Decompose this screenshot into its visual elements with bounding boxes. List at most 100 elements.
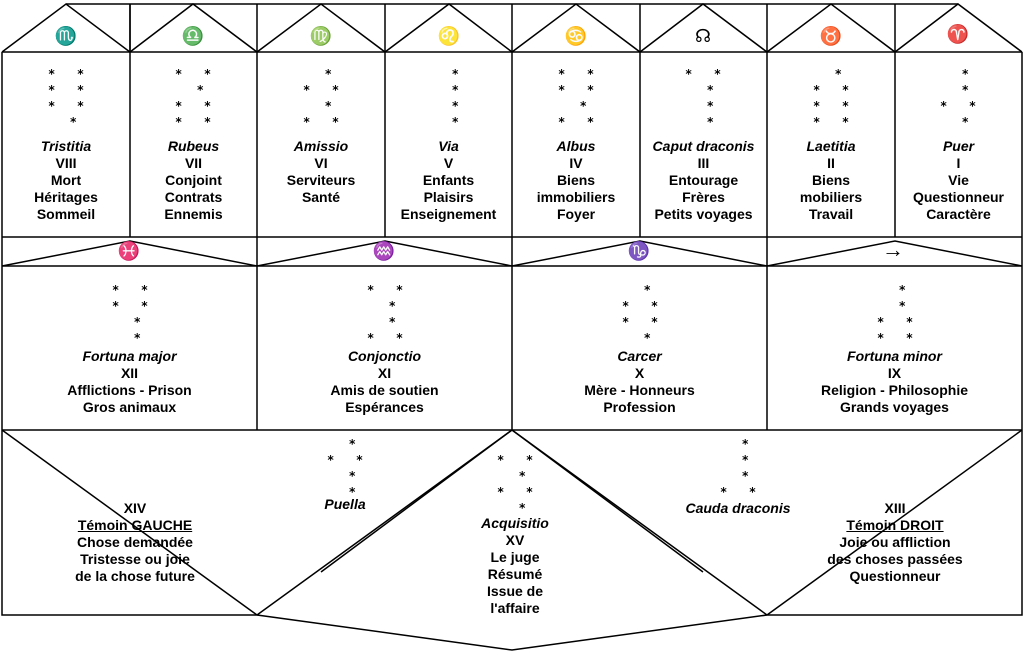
house-number: II [827, 155, 835, 171]
house-meaning: Héritages [34, 189, 98, 205]
house-number: III [697, 155, 710, 171]
sign-node: ☊ [695, 26, 711, 46]
house-meaning: Afflictions - Prison [67, 382, 192, 398]
house-name: Via [438, 138, 459, 154]
sign-libra: ♎ [181, 26, 205, 46]
house-label: Albus IV Biens immobiliers Foyer [512, 138, 640, 223]
house-meaning: Mère - Honneurs [584, 382, 695, 398]
house-label: Fortuna major XII Afflictions - Prison G… [2, 348, 257, 416]
house-number: XI [377, 365, 392, 381]
house-meaning: Religion - Philosophie [821, 382, 968, 398]
sign-virgo: ♍ [309, 26, 333, 46]
left-witness-label: XIV Témoin GAUCHE Chose demandée Tristes… [20, 500, 250, 585]
house-number: X [634, 365, 645, 381]
cauda-dots: * * * * * [719, 437, 757, 499]
house-meaning: Travail [808, 206, 854, 222]
sign-leo: ♌ [437, 26, 461, 46]
house-number: VII [184, 155, 203, 171]
house-meaning: Questionneur [912, 189, 1004, 205]
house-meaning: Biens [811, 172, 851, 188]
puella-name: Puella [324, 496, 366, 512]
house-meaning: Ennemis [164, 206, 223, 222]
house-dots: * * * * * * [876, 283, 914, 345]
house-name: Tristitia [40, 138, 92, 154]
right-witness-meaning: Joie ou affliction [839, 534, 951, 550]
house-name: Puer [942, 138, 975, 154]
acquisitio-meaning: l'affaire [490, 600, 540, 616]
cauda-name: Cauda draconis [685, 500, 791, 516]
house-dots: * * * * * * [621, 283, 659, 345]
acquisitio-meaning: Issue de [486, 583, 544, 599]
house-meaning: Petits voyages [654, 206, 753, 222]
house-dots: * * * * * * * [174, 67, 212, 129]
house-meaning: Gros animaux [82, 399, 177, 415]
house-name: Rubeus [167, 138, 220, 154]
house-name: Albus [556, 138, 596, 154]
acquisitio-number: XV [505, 532, 525, 548]
acquisitio-dots: * * * * * * [496, 453, 534, 515]
house-name: Laetitia [806, 138, 856, 154]
left-witness-meaning: de la chose future [75, 568, 195, 584]
right-witness-meaning: des choses passées [827, 551, 963, 567]
right-witness-title: Témoin DROIT [846, 517, 944, 533]
house-dots: * * * * * * [302, 67, 340, 129]
house-meaning: Sommeil [36, 206, 96, 222]
left-witness-number: XIV [123, 500, 147, 516]
house-number: I [956, 155, 961, 171]
right-witness-label: XIII Témoin DROIT Joie ou affliction des… [780, 500, 1010, 585]
house-dots: * * * * * [684, 67, 722, 129]
sign-pisces: ♓ [117, 241, 141, 261]
house-meaning: Enseignement [400, 206, 497, 222]
house-name: Fortuna minor [847, 348, 942, 364]
house-meaning: Enfants [422, 172, 475, 188]
sign-scorpio: ♏ [54, 26, 78, 46]
sign-aries: ♈ [946, 24, 970, 44]
house-meaning: Profession [603, 399, 676, 415]
house-meaning: Grands voyages [840, 399, 949, 415]
acquisitio-meaning: Le juge [490, 549, 540, 565]
house-meaning: Conjoint [165, 172, 222, 188]
house-label: Tristitia VIII Mort Héritages Sommeil [2, 138, 130, 223]
house-label: Caput draconis III Entourage Frères Peti… [640, 138, 767, 223]
house-dots: * * * * * * * [47, 67, 85, 129]
house-meaning: Plaisirs [423, 189, 474, 205]
house-dots: * * * * * * [111, 283, 149, 345]
cauda-label: Cauda draconis [658, 500, 818, 517]
house-label: Rubeus VII Conjoint Contrats Ennemis [130, 138, 257, 223]
right-witness-meaning: Questionneur [849, 568, 941, 584]
house-number: V [443, 155, 454, 171]
house-meaning: Mort [50, 172, 82, 188]
house-label: Amissio VI Serviteurs Santé [257, 138, 385, 206]
house-name: Amissio [293, 138, 349, 154]
house-number: XII [120, 365, 139, 381]
house-name: Caput draconis [652, 138, 755, 154]
house-label: Conjonctio XI Amis de soutien Espérances [257, 348, 512, 416]
house-number: VIII [55, 155, 77, 171]
house-meaning: mobiliers [799, 189, 863, 205]
left-witness-meaning: Tristesse ou joie [80, 551, 190, 567]
house-meaning: Espérances [345, 399, 424, 415]
house-number: VI [314, 155, 328, 171]
house-meaning: Entourage [668, 172, 739, 188]
sign-aquarius: ♒ [372, 241, 396, 261]
house-dots: * * * * [451, 67, 459, 129]
house-meaning: Caractère [926, 206, 991, 222]
right-witness-number: XIII [884, 500, 906, 516]
house-meaning: Biens [556, 172, 596, 188]
house-label: Carcer X Mère - Honneurs Profession [512, 348, 767, 416]
sign-cancer: ♋ [564, 26, 588, 46]
house-dots: * * * * * * * [812, 67, 850, 129]
house-meaning: Santé [301, 189, 341, 205]
house-number: IV [569, 155, 583, 171]
sign-taurus: ♉ [819, 26, 843, 46]
acquisitio-name: Acquisitio [481, 515, 549, 531]
house-dots: * * * * * [939, 67, 977, 129]
puella-label: Puella [285, 496, 405, 513]
house-label: Via V Enfants Plaisirs Enseignement [385, 138, 512, 223]
house-meaning: immobiliers [536, 189, 616, 205]
arrow-right-icon: → [882, 237, 904, 262]
house-meaning: Vie [948, 172, 969, 188]
house-number: IX [887, 365, 902, 381]
house-meaning: Contrats [164, 189, 223, 205]
acquisitio-meaning: Résumé [487, 566, 543, 582]
